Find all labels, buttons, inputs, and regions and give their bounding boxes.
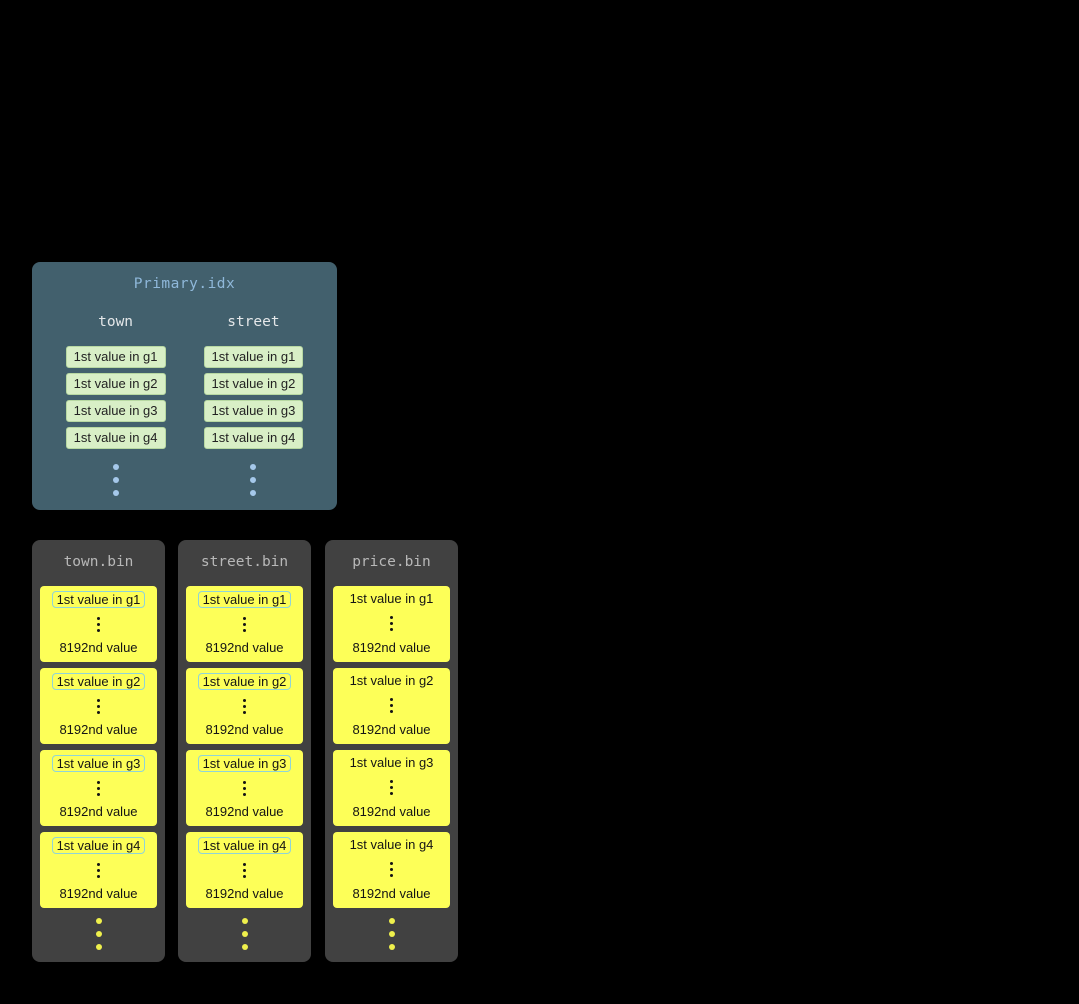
ellipsis-dots-icon <box>112 464 119 496</box>
bin-file-price: price.bin 1st value in g1 8192nd value 1… <box>325 540 458 962</box>
ellipsis-dots-icon <box>390 861 393 877</box>
bin-file-street: street.bin 1st value in g1 8192nd value … <box>178 540 311 962</box>
primary-index-panel: Primary.idx town 1st value in g1 1st val… <box>32 262 337 510</box>
primary-column-header: street <box>227 314 280 330</box>
granule-last-value: 8192nd value <box>205 640 284 655</box>
primary-index-entry: 1st value in g2 <box>65 373 166 395</box>
granule: 1st value in g4 8192nd value <box>333 832 450 908</box>
primary-index-columns: town 1st value in g1 1st value in g2 1st… <box>32 314 337 496</box>
bin-file-title: price.bin <box>352 554 431 570</box>
granule-last-value: 8192nd value <box>205 804 284 819</box>
granule-first-value: 1st value in g4 <box>197 837 292 854</box>
primary-index-entry: 1st value in g3 <box>203 400 304 422</box>
granule-last-value: 8192nd value <box>352 722 431 737</box>
granule-first-value: 1st value in g4 <box>51 837 146 854</box>
granule: 1st value in g1 8192nd value <box>333 586 450 662</box>
granule-last-value: 8192nd value <box>352 804 431 819</box>
ellipsis-dots-icon <box>250 464 257 496</box>
granule: 1st value in g1 8192nd value <box>40 586 157 662</box>
granule-first-value: 1st value in g3 <box>197 755 292 772</box>
primary-index-entry: 1st value in g1 <box>65 346 166 368</box>
ellipsis-dots-icon <box>243 698 246 714</box>
ellipsis-dots-icon <box>97 862 100 878</box>
granule: 1st value in g3 8192nd value <box>40 750 157 826</box>
granule-first-value: 1st value in g2 <box>197 673 292 690</box>
ellipsis-dots-icon <box>97 698 100 714</box>
granule-first-value: 1st value in g3 <box>349 755 434 770</box>
primary-column-town: town 1st value in g1 1st value in g2 1st… <box>65 314 166 496</box>
primary-index-entry: 1st value in g4 <box>65 427 166 449</box>
ellipsis-dots-icon <box>390 697 393 713</box>
primary-index-entry: 1st value in g2 <box>203 373 304 395</box>
primary-index-entry: 1st value in g3 <box>65 400 166 422</box>
primary-index-entry: 1st value in g4 <box>203 427 304 449</box>
ellipsis-dots-icon <box>243 780 246 796</box>
ellipsis-dots-icon <box>97 780 100 796</box>
granule: 1st value in g4 8192nd value <box>40 832 157 908</box>
granule-last-value: 8192nd value <box>59 640 138 655</box>
primary-column-street: street 1st value in g1 1st value in g2 1… <box>203 314 304 496</box>
more-granules-dots-icon <box>178 918 311 950</box>
granule-last-value: 8192nd value <box>59 804 138 819</box>
granule: 1st value in g2 8192nd value <box>333 668 450 744</box>
granule-first-value: 1st value in g2 <box>51 673 146 690</box>
granule-last-value: 8192nd value <box>205 886 284 901</box>
ellipsis-dots-icon <box>390 615 393 631</box>
ellipsis-dots-icon <box>243 616 246 632</box>
more-granules-dots-icon <box>325 918 458 950</box>
granule-first-value: 1st value in g1 <box>197 591 292 608</box>
granule: 1st value in g3 8192nd value <box>186 750 303 826</box>
granule-first-value: 1st value in g4 <box>349 837 434 852</box>
primary-column-header: town <box>98 314 134 330</box>
primary-index-title: Primary.idx <box>133 276 236 292</box>
granule-first-value: 1st value in g1 <box>349 591 434 606</box>
ellipsis-dots-icon <box>243 862 246 878</box>
ellipsis-dots-icon <box>390 779 393 795</box>
granule-first-value: 1st value in g3 <box>51 755 146 772</box>
granule: 1st value in g4 8192nd value <box>186 832 303 908</box>
granule-first-value: 1st value in g2 <box>349 673 434 688</box>
more-granules-dots-icon <box>32 918 165 950</box>
granule-last-value: 8192nd value <box>352 886 431 901</box>
granule-last-value: 8192nd value <box>59 886 138 901</box>
bin-file-title: street.bin <box>200 554 289 570</box>
granule-first-value: 1st value in g1 <box>51 591 146 608</box>
bin-file-town: town.bin 1st value in g1 8192nd value 1s… <box>32 540 165 962</box>
granule-last-value: 8192nd value <box>205 722 284 737</box>
bin-file-title: town.bin <box>63 554 134 570</box>
granule: 1st value in g1 8192nd value <box>186 586 303 662</box>
granule-last-value: 8192nd value <box>59 722 138 737</box>
granule: 1st value in g2 8192nd value <box>40 668 157 744</box>
primary-index-entry: 1st value in g1 <box>203 346 304 368</box>
ellipsis-dots-icon <box>97 616 100 632</box>
granule: 1st value in g3 8192nd value <box>333 750 450 826</box>
granule: 1st value in g2 8192nd value <box>186 668 303 744</box>
granule-last-value: 8192nd value <box>352 640 431 655</box>
